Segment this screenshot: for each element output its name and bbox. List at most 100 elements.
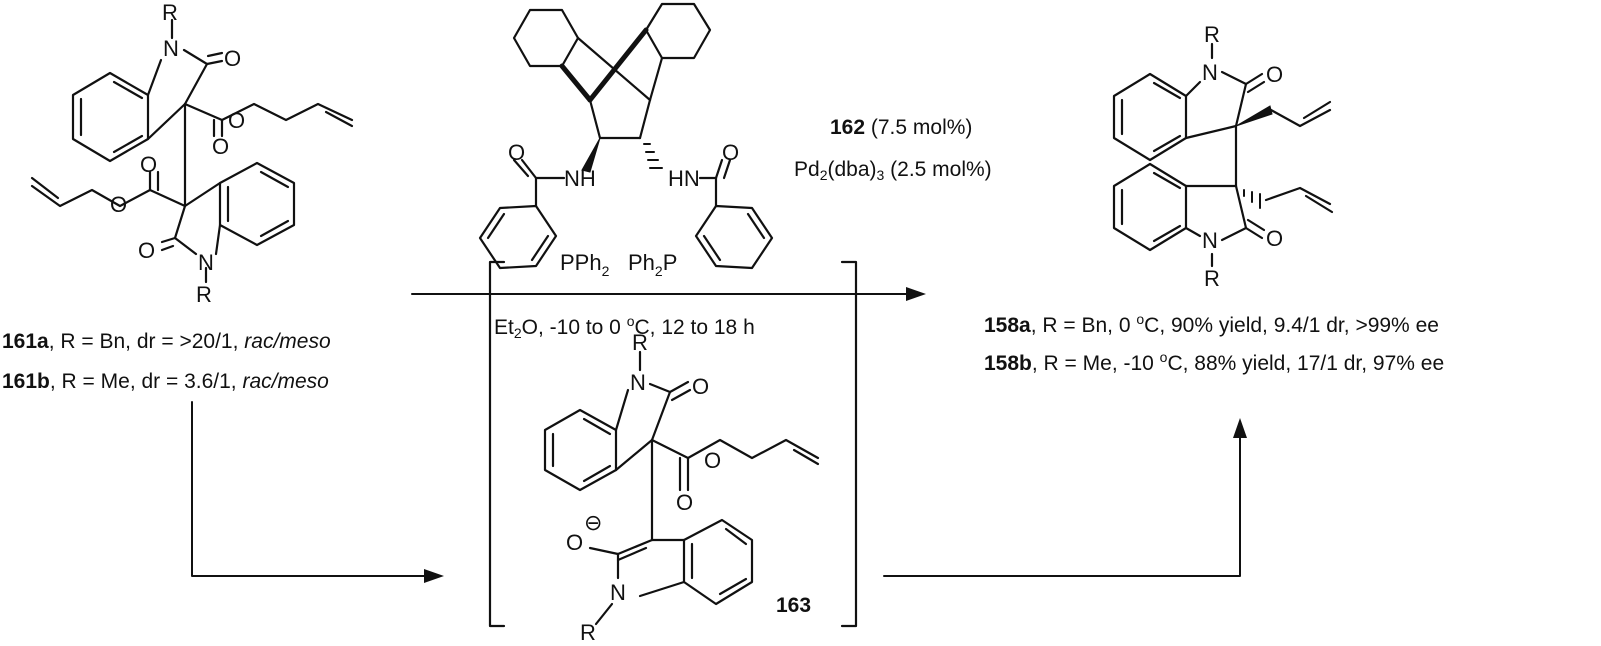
label-italic: rac/meso	[242, 370, 329, 393]
bond	[616, 538, 654, 556]
benzene-ring	[682, 518, 754, 606]
atom-o: O	[224, 46, 241, 71]
ph2p-subscript: 2	[655, 263, 663, 279]
bond	[638, 580, 686, 598]
double-bond	[259, 219, 290, 238]
double-bond	[1246, 80, 1266, 94]
pd-text: (dba)	[827, 158, 877, 181]
label-163: 163	[776, 594, 811, 618]
pd-subscript: 3	[876, 167, 885, 183]
bond	[146, 48, 209, 141]
bond	[160, 236, 177, 244]
benzene-ring	[71, 71, 150, 163]
allyl-chain	[1264, 186, 1332, 206]
atom-n: N	[198, 250, 214, 275]
bond	[183, 181, 222, 208]
bond	[588, 98, 602, 140]
compound-id: 158b	[984, 352, 1032, 375]
atom-r: R	[1204, 266, 1220, 291]
atom-o: O	[676, 490, 693, 515]
benzene-ring	[694, 204, 774, 270]
benzene-ring	[478, 204, 558, 270]
compound-id: 158a	[984, 314, 1031, 337]
allyl-ester-chain	[650, 438, 820, 460]
double-bond	[530, 234, 550, 262]
atom-hn: HN	[668, 166, 700, 191]
benzene-ring	[543, 408, 618, 492]
pph2-subscript: 2	[602, 263, 610, 279]
bond	[1220, 226, 1248, 242]
benzene-ring	[218, 161, 296, 247]
label-text: , R = Me, dr = 3.6/1,	[49, 370, 243, 393]
label-conditions: Et2O, -10 to 0 oC, 12 to 18 h	[494, 313, 755, 340]
starting-material-161: R N O O O O O O N R	[30, 0, 354, 307]
bond	[594, 602, 614, 626]
double-bond	[1152, 171, 1182, 190]
double-bond	[1152, 81, 1182, 100]
double-bond	[324, 110, 354, 128]
atom-o: O	[1266, 62, 1283, 87]
atom-r: R	[196, 282, 212, 307]
double-bond	[724, 527, 748, 546]
double-bond	[792, 448, 820, 466]
label-text: , R = Bn, 0	[1030, 314, 1137, 337]
atom-o: O	[212, 134, 229, 159]
pd-text: Pd	[794, 158, 820, 181]
bond	[614, 438, 654, 472]
double-bond	[1304, 194, 1334, 214]
reaction-arrows	[191, 287, 1247, 583]
atom-o: O	[110, 192, 127, 217]
atom-n: N	[1202, 228, 1218, 253]
left-bracket	[488, 260, 506, 628]
bond	[1244, 72, 1264, 86]
arrowhead-icon	[1233, 418, 1247, 438]
double-bond	[702, 234, 722, 262]
label-superscript: o	[1159, 349, 1168, 365]
double-bond	[1152, 134, 1182, 153]
double-bond	[486, 212, 506, 240]
label-superscript: o	[1136, 311, 1145, 327]
bond	[205, 59, 224, 66]
label-pd-source: Pd2(dba)3 (2.5 mol%)	[794, 158, 992, 182]
bond	[576, 36, 652, 102]
label-italic: rac/meso	[244, 330, 331, 353]
cond-text: Et	[494, 316, 514, 339]
intermediate-163: R N O O O O ⊖ N R	[488, 260, 858, 645]
allyl-ester-chain	[183, 102, 354, 122]
double-bond	[30, 176, 60, 200]
bond	[173, 204, 187, 240]
bond	[668, 380, 690, 394]
atom-n: N	[630, 370, 646, 395]
bond	[638, 98, 652, 140]
double-bond	[582, 417, 612, 436]
atom-ph2p: Ph2P	[628, 250, 677, 279]
benzene-ring	[644, 2, 712, 60]
double-bond	[1246, 218, 1266, 232]
double-bond	[670, 388, 692, 402]
atom-n: N	[610, 580, 626, 605]
label-catalyst: 162 (7.5 mol%)	[830, 116, 972, 140]
double-bond	[206, 51, 224, 58]
atom-o: O	[228, 108, 245, 133]
cond-superscript: o	[626, 313, 635, 329]
double-bond	[1152, 224, 1182, 243]
atom-o: O	[138, 238, 155, 263]
bond	[648, 382, 672, 394]
atom-r: R	[162, 0, 178, 25]
atom-r: R	[632, 330, 648, 355]
double-bond	[746, 212, 766, 240]
bond	[714, 158, 724, 180]
catalyst-162: O O NH HN PPh2 Ph2P	[478, 2, 774, 279]
label-158b: 158b, R = Me, -10 oC, 88% yield, 17/1 dr…	[984, 349, 1444, 376]
atom-o: O	[704, 448, 721, 473]
label-text: , R = Bn, dr = >20/1,	[48, 330, 245, 353]
bond	[614, 388, 630, 432]
benzene-ring	[1112, 162, 1188, 252]
compound-id: 161a	[2, 330, 49, 353]
atom-n: N	[1202, 60, 1218, 85]
label-158a: 158a, R = Bn, 0 oC, 90% yield, 9.4/1 dr,…	[984, 311, 1439, 338]
bond	[1234, 184, 1248, 230]
atom-nh: NH	[564, 166, 596, 191]
